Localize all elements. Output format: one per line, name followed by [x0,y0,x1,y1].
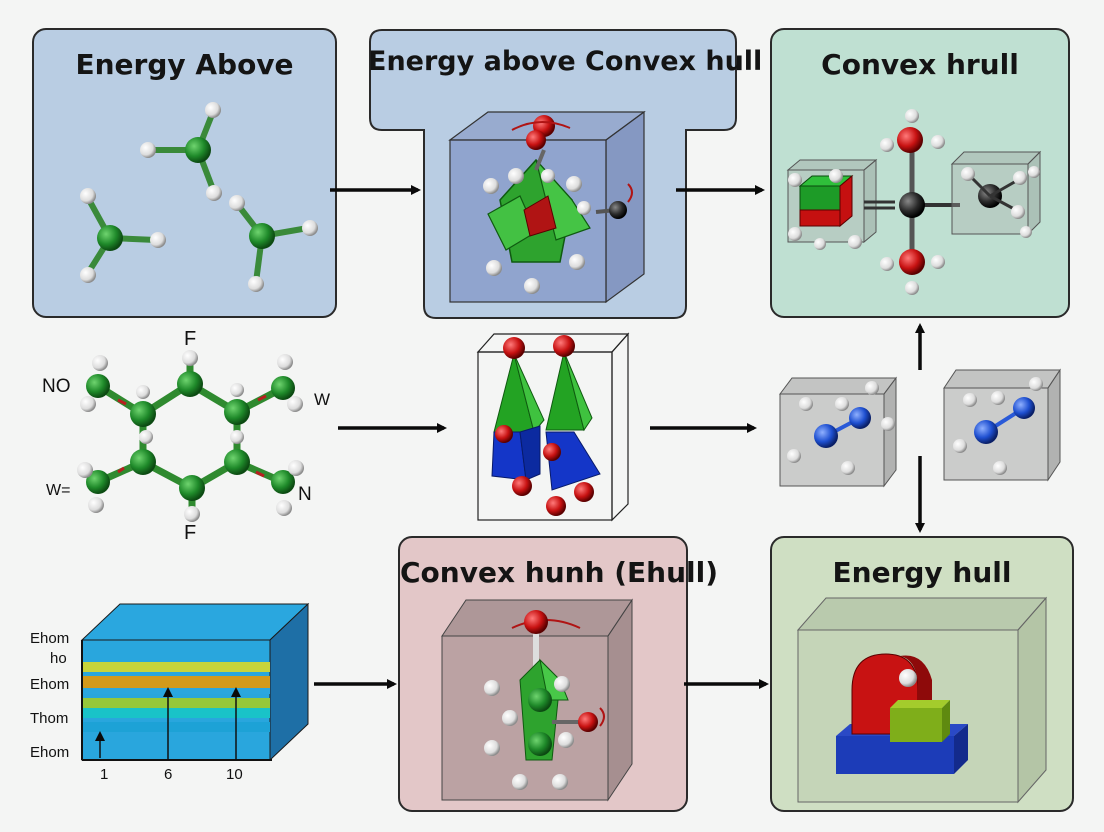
energy-hull-box [796,596,1048,804]
molecule-group-right [229,195,318,292]
wireframe-cone-box [476,332,630,522]
layer-slab [80,602,310,762]
label-left-no: NO [42,376,71,397]
panel-convex-hrull-title: Convex hrull [821,48,1019,81]
panel-energy-above-title: Energy Above [75,48,294,81]
label-bottom-f: F [184,522,197,544]
flow-arrows [314,185,925,689]
layer-y-label-2: ho [50,650,67,667]
layer-x-label-2: 6 [164,766,173,783]
layer-y-label-3: Ehom [30,676,70,693]
panel-energy-above-hull-title: Energy above Convex hull [368,46,763,77]
ring-molecule [77,350,304,522]
ehull-box [441,598,633,802]
panel-convex-hunh-title: Convex hunh (Ehull) [400,556,719,589]
label-left-w: W= [46,482,71,499]
panel-energy-hull-title: Energy hull [832,556,1012,589]
layer-y-label-1: Ehom [30,630,70,647]
hrull-structure [786,109,1042,295]
layer-x-label-1: 1 [100,766,109,783]
label-top-f: F [184,328,197,350]
molecule-group-left [80,188,166,283]
layer-x-label-3: 10 [226,766,243,783]
molecule-group-top [140,102,222,201]
layer-y-label-4: Thom [30,710,69,727]
nitrogen-boxes [779,368,1061,488]
hull-box-top [448,110,646,304]
layer-y-label-5: Ehom [30,744,70,761]
label-right-w: W [314,390,331,409]
label-right-n: N [298,484,312,505]
